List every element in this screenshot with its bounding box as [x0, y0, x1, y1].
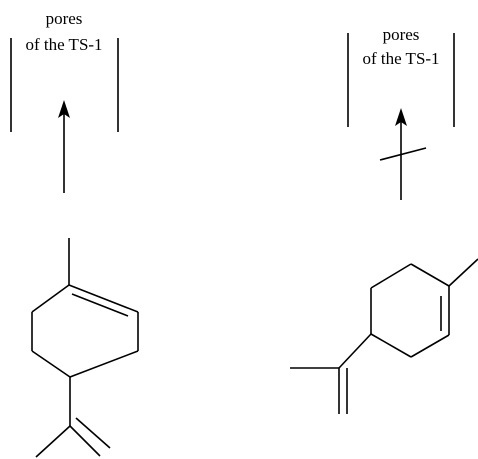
right-ring-bond-6 [410, 263, 450, 287]
right-ring-bond-5 [370, 263, 412, 289]
left-entry-arrowhead [58, 100, 70, 118]
left-isopropenyl-methyl [35, 425, 71, 458]
left-ring-bond-1 [68, 284, 139, 313]
left-pore-label-line1: pores [46, 9, 83, 28]
right-panel: pores of the TS-1 [290, 25, 478, 414]
left-pore-label-line2: of the TS-1 [25, 35, 102, 54]
right-methyl-bond [448, 258, 478, 287]
right-blocked-cross-mark [379, 147, 427, 161]
left-isopropenyl-double-inner [75, 417, 111, 449]
right-pore-label-line1: pores [383, 25, 420, 44]
left-isopropenyl-double-outer [69, 425, 101, 457]
left-ring-double-bond-inner [71, 293, 129, 317]
left-ring-bond-6 [31, 284, 70, 313]
right-ring-bond-3 [370, 333, 412, 358]
right-limonene-molecule [290, 258, 478, 414]
left-ring-bond-4 [31, 350, 71, 378]
left-limonene-molecule [31, 238, 139, 458]
right-isopropenyl-bond [338, 333, 372, 369]
left-ring-bond-3 [69, 350, 139, 378]
left-panel: pores of the TS-1 [10, 9, 139, 458]
right-blocked-arrowhead [395, 108, 407, 126]
right-pore-label-line2: of the TS-1 [362, 49, 439, 68]
right-ring-bond-2 [410, 334, 450, 358]
